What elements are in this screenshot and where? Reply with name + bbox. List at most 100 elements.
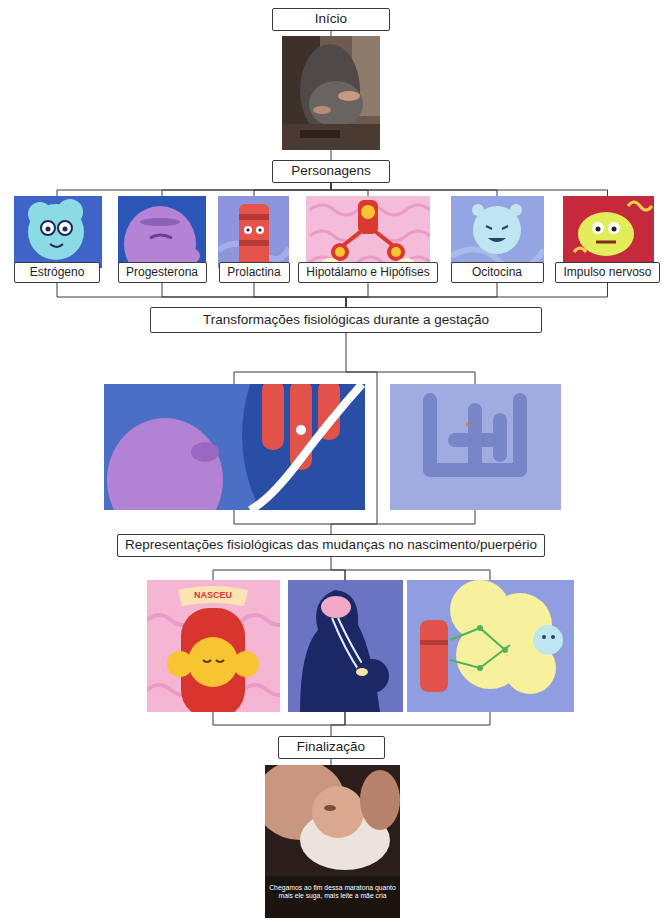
connector (346, 283, 368, 307)
character-prolactin (218, 196, 289, 268)
scene-prolactin-oxytocin (407, 580, 574, 712)
character-nerve-impulse (563, 196, 654, 268)
label-text: Chegamos ao fim dessa maratona quanto ma… (269, 884, 396, 899)
character-label: Hipotálamo e Hipófises (298, 262, 438, 283)
box-label: Personagens (291, 163, 371, 179)
character-label: Ocitocina (451, 262, 544, 283)
illustration-part (191, 442, 219, 462)
illustration-part (596, 227, 601, 232)
illustration-part (262, 384, 284, 450)
illustration-part (300, 130, 340, 138)
illustration-part (502, 647, 508, 653)
illustration-part (533, 625, 563, 655)
section-box: Personagens (272, 160, 390, 183)
illustration-part (218, 196, 289, 268)
box-label: Transformações fisiológicas durante a ge… (203, 312, 489, 328)
connector (254, 283, 346, 307)
illustration-part (300, 590, 380, 712)
illustration-part (420, 620, 448, 692)
illustration-part (239, 240, 269, 246)
illustration-part (420, 640, 448, 645)
box-label: Estrógeno (30, 265, 85, 279)
illustration-part (258, 228, 261, 231)
illustration-part (331, 759, 332, 765)
illustration-part (338, 91, 360, 101)
illustration-part (178, 586, 248, 606)
illustration-part (488, 238, 506, 242)
illustration-part (608, 222, 620, 234)
illustration-part (306, 196, 430, 268)
illustration-part (340, 232, 396, 248)
illustration-part (360, 770, 400, 830)
illustration-part (309, 81, 363, 127)
illustration-part (181, 608, 245, 712)
section-box: Representações fisiológicas das mudanças… (117, 534, 545, 557)
illustration-part (203, 660, 224, 662)
video-subtitle: Chegamos ao fim dessa maratona quanto ma… (268, 884, 397, 900)
connector (346, 283, 608, 307)
scene-gestation-right (390, 384, 561, 510)
illustration-part (213, 570, 490, 580)
illustration-part (390, 384, 561, 510)
character-label: Prolactina (219, 262, 290, 283)
label-text: NASCEU (194, 590, 232, 600)
illustration-part (63, 227, 68, 232)
illustration-part (387, 243, 405, 261)
illustration-part (551, 635, 555, 639)
illustration-part (331, 243, 349, 261)
photo-pregnant (282, 36, 380, 150)
illustration-part (355, 659, 389, 693)
illustration-part (592, 222, 604, 234)
illustration-part (332, 618, 365, 672)
box-label: Progesterona (126, 265, 198, 279)
illustration-part (477, 625, 483, 631)
illustration-part (58, 221, 72, 235)
illustration-part (596, 241, 616, 244)
illustration-part (107, 418, 223, 510)
box-label: Ocitocina (472, 265, 522, 279)
box-label: Prolactina (227, 265, 280, 279)
illustration-part (213, 712, 490, 725)
illustration-part (282, 36, 380, 150)
illustration-part (430, 400, 520, 470)
box-label: Finalização (297, 739, 365, 755)
illustration-part (472, 204, 484, 216)
illustration-part (486, 226, 508, 229)
illustration-part (288, 580, 403, 712)
banner-text: NASCEU (183, 591, 243, 601)
character-progesterone (118, 196, 206, 268)
illustration-part (150, 235, 172, 238)
illustration-part (250, 384, 362, 510)
illustration-part (14, 196, 102, 268)
illustration-part (335, 247, 345, 257)
illustration-part (188, 637, 238, 687)
illustration-part (450, 628, 510, 668)
illustration-part (41, 221, 55, 235)
section-box: Transformações fisiológicas durante a ge… (150, 307, 542, 333)
illustration-part (356, 668, 368, 676)
illustration-part (358, 200, 378, 234)
illustration-part (50, 244, 63, 247)
illustration-part (239, 214, 269, 220)
connector (162, 283, 346, 307)
illustration-part (244, 226, 252, 234)
character-label: Impulso nervoso (555, 262, 660, 283)
illustration-part (140, 218, 180, 226)
illustration-part (265, 876, 400, 918)
connector (346, 283, 497, 307)
illustration-part (612, 227, 617, 232)
illustration-part (239, 204, 269, 268)
character-estrogen (14, 196, 102, 268)
illustration-part (466, 423, 470, 427)
illustration-part (477, 665, 483, 671)
illustration-part (510, 204, 522, 216)
illustration-part (28, 204, 84, 260)
illustration-part (310, 205, 430, 267)
character-hypothalamus (306, 196, 430, 268)
illustration-part (391, 247, 401, 257)
end-box: Finalização (278, 736, 385, 759)
illustration-part (234, 372, 475, 384)
connector (57, 283, 346, 307)
